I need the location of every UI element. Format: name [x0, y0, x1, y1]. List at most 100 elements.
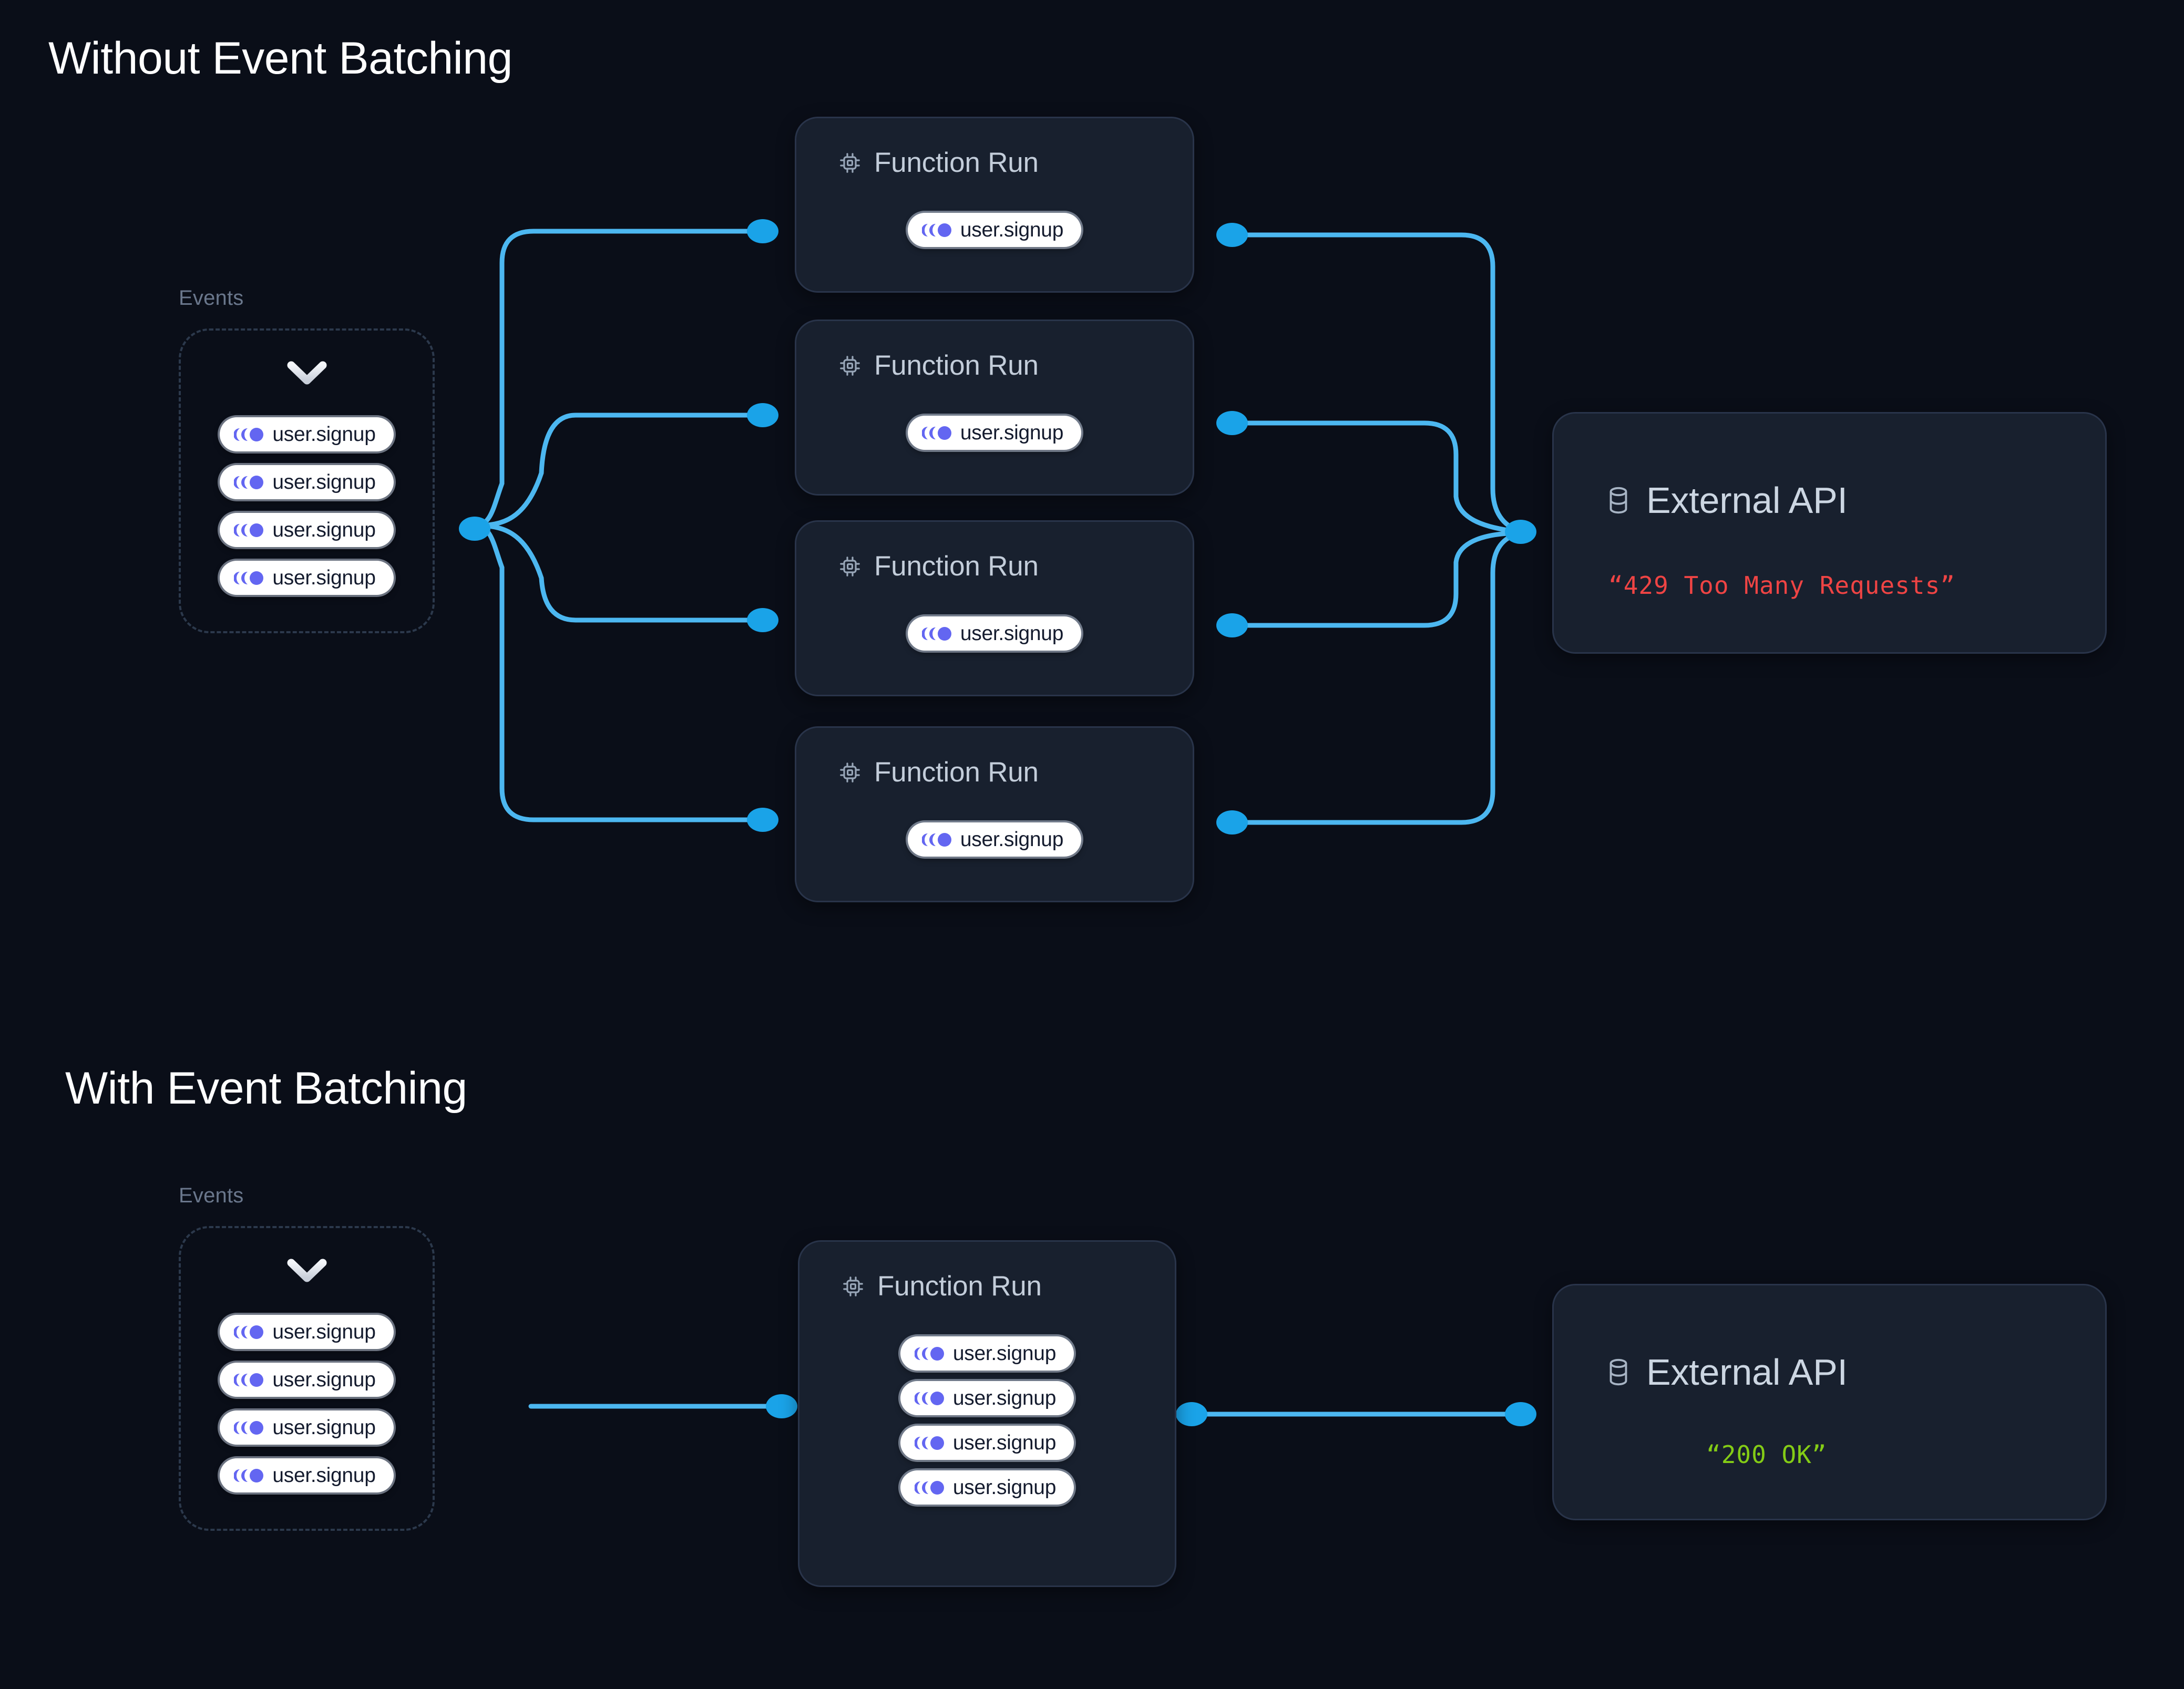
event-pill[interactable]: user.signup: [900, 1381, 1074, 1415]
event-pill[interactable]: user.signup: [907, 416, 1082, 450]
database-icon: [1609, 1358, 1627, 1386]
event-trail-icon: [914, 1391, 944, 1405]
chevron-wrap: [181, 361, 433, 385]
function-run-card[interactable]: Function Run user.signup: [795, 320, 1194, 496]
card-header: Function Run: [837, 552, 1039, 580]
section-title-without-batching: Without Event Batching: [48, 33, 512, 84]
event-pill-label: user.signup: [272, 519, 376, 541]
function-run-card-batched[interactable]: Function Run user.signup user.signup: [798, 1240, 1176, 1587]
event-trail-icon: [921, 223, 951, 237]
event-trail-icon: [921, 832, 951, 847]
edge-node-run-2-in: [747, 403, 778, 427]
event-pill-stack: user.signup user.signup: [181, 417, 433, 595]
card-title: External API: [1646, 480, 1848, 521]
card-title: Function Run: [874, 350, 1039, 381]
event-pill-label: user.signup: [272, 471, 376, 493]
event-pill[interactable]: user.signup: [220, 1458, 394, 1492]
events-group-without: Events user.signup: [179, 286, 442, 675]
events-dashed-container: user.signup user.signup: [179, 1226, 435, 1531]
event-pill-label: user.signup: [960, 421, 1064, 444]
cpu-chip-icon: [840, 152, 860, 173]
event-pill-label: user.signup: [952, 1342, 1057, 1365]
event-pill[interactable]: user.signup: [907, 616, 1082, 651]
edge-node-run-3-out: [1216, 613, 1248, 637]
card-pill-area: user.signup: [796, 822, 1193, 857]
cpu-chip-icon: [840, 556, 860, 576]
event-pill-label: user.signup: [952, 1476, 1057, 1499]
card-header: Function Run: [837, 149, 1039, 177]
card-header: Function Run: [840, 1272, 1042, 1300]
card-pill-area: user.signup user.signup user.signup: [799, 1336, 1175, 1505]
api-status-text: “200 OK”: [1706, 1440, 1827, 1469]
edge-events-to-run-1: [473, 229, 765, 528]
card-pill-area: user.signup: [796, 416, 1193, 450]
card-title: Function Run: [874, 551, 1039, 582]
edge-run-4-to-api: [1230, 531, 1522, 825]
event-trail-icon: [914, 1480, 944, 1495]
events-label: Events: [179, 1184, 244, 1207]
card-title: Function Run: [877, 1271, 1042, 1302]
event-pill[interactable]: user.signup: [220, 1410, 394, 1445]
event-trail-icon: [234, 427, 264, 441]
card-title: External API: [1646, 1352, 1848, 1393]
edge-events-to-run-2: [473, 413, 765, 528]
cpu-chip-icon: [840, 355, 860, 376]
edge-run-2-to-api: [1230, 420, 1522, 534]
edge-node-run-3-in: [747, 608, 778, 632]
event-trail-icon: [234, 523, 264, 537]
card-title: Function Run: [874, 757, 1039, 788]
database-icon: [1609, 487, 1627, 514]
edge-node-batched-run-out: [1176, 1402, 1207, 1426]
event-pill-label: user.signup: [272, 423, 376, 446]
event-trail-icon: [921, 426, 951, 440]
card-pill-area: user.signup: [796, 616, 1193, 651]
event-pill[interactable]: user.signup: [900, 1426, 1074, 1460]
card-title: Function Run: [874, 147, 1039, 178]
event-trail-icon: [234, 1325, 264, 1339]
events-dashed-container: user.signup user.signup: [179, 328, 435, 633]
event-trail-icon: [234, 571, 264, 585]
edge-node-run-1-out: [1216, 223, 1248, 247]
event-pill[interactable]: user.signup: [907, 822, 1082, 857]
event-trail-icon: [234, 475, 264, 489]
edge-node-run-4-out: [1216, 810, 1248, 835]
card-header: Function Run: [837, 352, 1039, 379]
edge-events-to-run-3: [473, 523, 765, 623]
event-pill[interactable]: user.signup: [900, 1336, 1074, 1371]
section-title-with-batching: With Event Batching: [65, 1063, 467, 1114]
event-pill-label: user.signup: [272, 1416, 376, 1439]
external-api-card-batched[interactable]: External API “200 OK”: [1552, 1284, 2107, 1520]
event-pill[interactable]: user.signup: [220, 465, 394, 499]
edge-node-api-in-batched: [1505, 1402, 1536, 1426]
edge-node-batched-run-in: [766, 1394, 797, 1418]
event-pill-label: user.signup: [272, 567, 376, 589]
event-pill-label: user.signup: [272, 1368, 376, 1391]
event-trail-icon: [234, 1468, 264, 1482]
event-pill-label: user.signup: [272, 1321, 376, 1343]
event-pill[interactable]: user.signup: [220, 561, 394, 595]
event-pill[interactable]: user.signup: [900, 1470, 1074, 1505]
edge-node-api-in: [1505, 520, 1536, 544]
event-pill-label: user.signup: [272, 1464, 376, 1487]
function-run-card[interactable]: Function Run user.signup: [795, 117, 1194, 293]
cpu-chip-icon: [840, 762, 860, 782]
card-pill-area: user.signup: [796, 213, 1193, 247]
event-trail-icon: [914, 1436, 944, 1450]
event-pill[interactable]: user.signup: [220, 513, 394, 547]
events-label: Events: [179, 286, 244, 310]
edge-node-run-4-in: [747, 808, 778, 832]
event-pill[interactable]: user.signup: [220, 1315, 394, 1349]
event-pill[interactable]: user.signup: [220, 1363, 394, 1397]
edge-events-to-run-4: [473, 523, 765, 822]
event-pill[interactable]: user.signup: [220, 417, 394, 451]
edge-run-1-to-api: [1230, 232, 1522, 533]
event-pill[interactable]: user.signup: [907, 213, 1082, 247]
function-run-card[interactable]: Function Run user.signup: [795, 726, 1194, 902]
card-header: External API: [1602, 482, 1848, 519]
event-pill-label: user.signup: [960, 828, 1064, 851]
external-api-card[interactable]: External API “429 Too Many Requests”: [1552, 412, 2107, 654]
chevron-down-icon: [287, 1259, 326, 1282]
function-run-card[interactable]: Function Run user.signup: [795, 520, 1194, 696]
event-pill-label: user.signup: [960, 622, 1064, 645]
